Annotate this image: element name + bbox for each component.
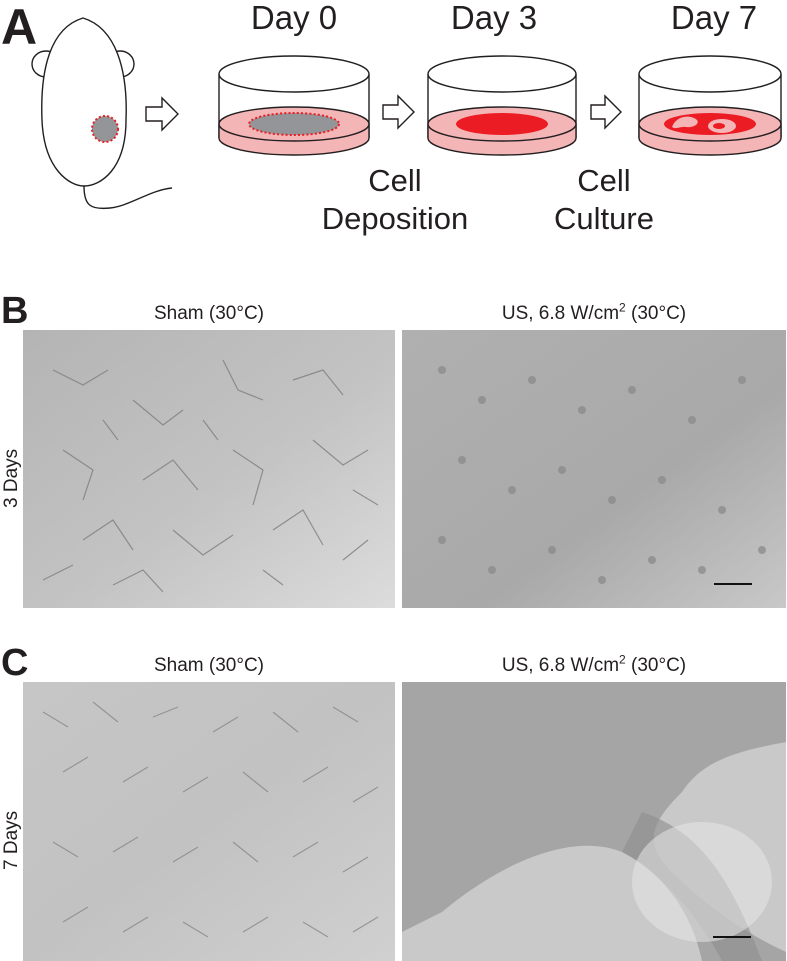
panel-c-left-title: Sham (30°C) [153, 655, 265, 676]
step-line-2: Deposition [321, 201, 469, 236]
panel-c-right-title: US, 6.8 W/cm2 (30°C) [402, 652, 786, 676]
day-3-label: Day 3 [450, 0, 538, 36]
dish-day-0 [218, 55, 370, 156]
title-sup: 2 [619, 652, 626, 667]
title-main: US, 6.8 W/cm [501, 303, 620, 324]
dish-day-7 [638, 55, 782, 156]
micrograph-us-3-days [402, 330, 786, 608]
panel-b-letter: B [1, 290, 29, 332]
arrow-icon [382, 94, 415, 130]
panel-b-row-label: 3 Days [1, 448, 22, 508]
title-end: (30°C) [625, 655, 687, 676]
step-line-1: Cell [577, 163, 631, 198]
panel-b-left-title: Sham (30°C) [153, 303, 265, 324]
scale-bar [713, 936, 751, 938]
day-7-label: Day 7 [670, 0, 758, 36]
arrow-icon [590, 94, 622, 130]
panel-a-schematic [31, 17, 782, 210]
step-cell-deposition: Cell Deposition [300, 162, 490, 238]
title-main: US, 6.8 W/cm [501, 655, 620, 676]
step-cell-culture: Cell Culture [534, 162, 674, 238]
micrograph-sham-3-days [23, 330, 395, 608]
arrow-icon [145, 96, 179, 132]
step-line-2: Culture [554, 201, 654, 236]
micrograph-us-7-days [402, 682, 786, 961]
panel-c-letter: C [1, 642, 29, 684]
panel-c-row-label: 7 Days [1, 810, 22, 870]
title-end: (30°C) [625, 303, 687, 324]
dish-day-3 [427, 55, 577, 156]
scale-bar [714, 583, 752, 585]
excised-tissue [91, 115, 119, 143]
day-0-label: Day 0 [250, 0, 338, 36]
panel-a-letter: A [1, 0, 38, 55]
mouse-illustration [31, 17, 173, 210]
panel-b-right-title: US, 6.8 W/cm2 (30°C) [402, 300, 786, 324]
title-sup: 2 [619, 300, 626, 315]
step-line-1: Cell [368, 163, 422, 198]
micrograph-sham-7-days [23, 682, 395, 961]
